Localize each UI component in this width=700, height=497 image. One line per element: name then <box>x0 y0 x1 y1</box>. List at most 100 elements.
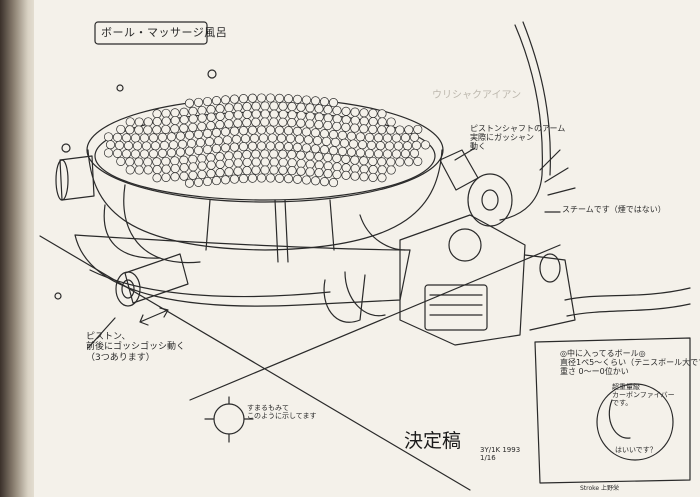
ball <box>123 141 134 151</box>
ball <box>328 178 339 188</box>
side-block <box>524 254 576 331</box>
ball <box>319 177 330 187</box>
bubble <box>54 292 62 300</box>
ball <box>240 134 251 144</box>
ball <box>382 133 393 143</box>
ball <box>323 113 333 123</box>
ball <box>116 156 126 166</box>
ball <box>402 141 413 151</box>
ball <box>332 121 342 131</box>
tub-seam-2 <box>329 199 335 251</box>
ball <box>231 134 242 144</box>
title-frame <box>94 21 208 45</box>
steam-annotation: スチームです（煙ではない） <box>562 205 666 214</box>
engine-housing <box>399 214 526 346</box>
ball <box>130 149 141 159</box>
ball <box>368 165 378 175</box>
ball <box>258 133 269 143</box>
ball <box>294 134 305 144</box>
ball <box>292 174 303 184</box>
ball <box>215 104 225 114</box>
ball <box>278 157 288 167</box>
ball <box>134 165 144 175</box>
ball <box>409 132 420 142</box>
ball <box>328 98 339 108</box>
ball <box>139 149 150 159</box>
ball <box>395 125 405 135</box>
ball <box>285 133 296 144</box>
vent-slats <box>429 294 483 316</box>
ball <box>179 171 189 181</box>
ball <box>229 126 240 136</box>
ball <box>305 111 315 121</box>
ball <box>330 137 341 147</box>
ball <box>179 155 189 165</box>
ball <box>278 149 288 159</box>
ball <box>276 133 287 143</box>
ball <box>341 115 351 125</box>
ball <box>233 102 243 112</box>
ball <box>125 125 135 135</box>
ball <box>202 128 213 139</box>
ball <box>233 118 243 128</box>
ball <box>314 120 324 130</box>
exhaust-hose-bottom <box>566 303 691 317</box>
ball <box>166 132 177 142</box>
ball <box>179 115 189 125</box>
ball <box>269 109 279 119</box>
ball <box>274 141 285 151</box>
ball <box>265 125 276 135</box>
ball <box>256 125 267 135</box>
question-annotation: はいいです？ <box>615 446 657 454</box>
final-draft-stamp: 決定稿 <box>404 430 462 452</box>
ball <box>260 149 270 159</box>
ball <box>134 117 144 127</box>
ball-inset-frame <box>534 337 691 484</box>
ball <box>224 151 234 161</box>
ball <box>265 93 276 103</box>
piston-cylinder <box>124 253 189 304</box>
ball <box>242 150 252 160</box>
ball <box>319 129 330 139</box>
ball <box>350 155 360 165</box>
ball <box>233 166 243 176</box>
ball <box>170 115 180 126</box>
ball <box>341 163 351 173</box>
ball <box>386 165 396 175</box>
ball <box>247 141 258 151</box>
ball <box>332 105 342 116</box>
ball <box>220 127 231 137</box>
ball <box>287 110 297 120</box>
bubble <box>116 84 124 92</box>
ball <box>404 157 414 167</box>
ball <box>357 140 368 150</box>
ball <box>305 119 315 129</box>
ball <box>332 114 342 124</box>
base-platform <box>74 234 411 307</box>
ball <box>184 130 195 140</box>
ball <box>346 131 357 141</box>
ball <box>220 95 231 105</box>
ball <box>287 118 297 128</box>
piston-arrow-icon <box>139 307 169 326</box>
ball <box>364 132 375 143</box>
ball <box>296 166 306 176</box>
ball <box>170 172 180 182</box>
ball <box>211 128 222 138</box>
ball <box>409 148 420 158</box>
ball <box>242 118 252 128</box>
ball <box>188 114 198 124</box>
ball <box>321 136 332 146</box>
ball <box>364 148 375 159</box>
ball <box>251 109 261 119</box>
ball <box>161 156 171 166</box>
ball <box>301 175 312 185</box>
ball <box>386 157 396 167</box>
tub-seam-1 <box>205 199 211 251</box>
base-rim <box>89 269 331 298</box>
ball <box>193 97 204 107</box>
ball <box>350 123 360 133</box>
ball <box>238 174 249 184</box>
ball <box>393 141 404 151</box>
ball <box>103 148 114 158</box>
